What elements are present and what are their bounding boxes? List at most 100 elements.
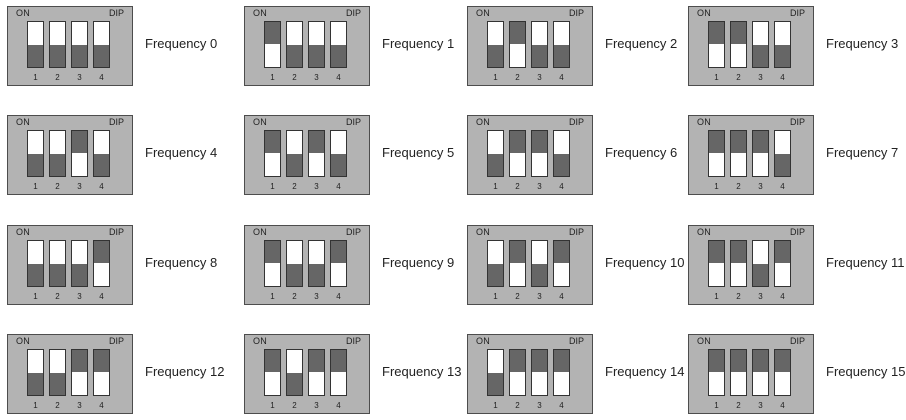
switch-number: 1 — [714, 182, 719, 191]
dip-switch-2[interactable] — [730, 21, 747, 68]
switch-number: 2 — [515, 401, 520, 410]
dip-switch-2[interactable] — [730, 130, 747, 177]
switch-actuator — [488, 264, 503, 286]
switch-number: 1 — [33, 292, 38, 301]
dip-switch-2[interactable] — [509, 349, 526, 396]
dip-switch-4[interactable] — [93, 240, 110, 287]
dip-switch-4[interactable] — [774, 349, 791, 396]
dip-switch-1[interactable] — [708, 349, 725, 396]
dip-switch-3[interactable] — [531, 349, 548, 396]
switch-number: 4 — [559, 73, 564, 82]
dip-switch-4[interactable] — [774, 21, 791, 68]
dip-switch-1[interactable] — [264, 240, 281, 287]
switch-number: 4 — [559, 182, 564, 191]
dip-switch-1[interactable] — [487, 240, 504, 287]
dip-switch-4[interactable] — [553, 240, 570, 287]
dip-switch-2[interactable] — [49, 349, 66, 396]
dip-switch-4[interactable] — [330, 21, 347, 68]
switch-number: 4 — [99, 182, 104, 191]
dip-switch-4[interactable] — [93, 349, 110, 396]
dip-switch-4[interactable] — [330, 349, 347, 396]
dip-switch-1[interactable] — [27, 21, 44, 68]
switch-actuator — [28, 154, 43, 176]
dip-label: DIP — [789, 227, 805, 237]
switch-number: 1 — [33, 401, 38, 410]
switch-number: 1 — [714, 73, 719, 82]
dip-switch-3[interactable] — [308, 21, 325, 68]
dip-switch-4[interactable] — [553, 21, 570, 68]
on-label: ON — [476, 117, 490, 127]
switch-number: 4 — [99, 292, 104, 301]
dip-switch-3[interactable] — [71, 240, 88, 287]
dip-switch-2[interactable] — [286, 240, 303, 287]
dip-switch-3[interactable] — [531, 240, 548, 287]
dip-switch-4[interactable] — [774, 130, 791, 177]
dip-switch-3[interactable] — [71, 349, 88, 396]
dip-switch-2[interactable] — [730, 240, 747, 287]
dip-label: DIP — [108, 117, 124, 127]
dip-switch-4[interactable] — [93, 21, 110, 68]
dip-switch-1[interactable] — [264, 21, 281, 68]
dip-switch-1[interactable] — [487, 349, 504, 396]
dip-switch-3[interactable] — [71, 21, 88, 68]
dip-switch-3[interactable] — [308, 130, 325, 177]
dip-switch-1[interactable] — [264, 349, 281, 396]
frequency-label: Frequency 6 — [605, 145, 678, 160]
switch-number: 2 — [55, 73, 60, 82]
dip-switch-4[interactable] — [330, 130, 347, 177]
dip-switch-4[interactable] — [774, 240, 791, 287]
dip-switch-2[interactable] — [286, 21, 303, 68]
frequency-label: Frequency 2 — [605, 36, 678, 51]
dip-switch-1[interactable] — [264, 130, 281, 177]
switch-actuator — [510, 22, 525, 44]
dip-switch-3[interactable] — [752, 21, 769, 68]
dip-switch-1[interactable] — [27, 349, 44, 396]
dip-switch-4[interactable] — [553, 349, 570, 396]
dip-switch-2[interactable] — [286, 349, 303, 396]
dip-switch-3[interactable] — [531, 130, 548, 177]
switch-actuator — [94, 154, 109, 176]
dip-switch-1[interactable] — [27, 130, 44, 177]
switch-actuator — [510, 350, 525, 372]
dip-switch-1[interactable] — [708, 240, 725, 287]
dip-switch-1[interactable] — [487, 21, 504, 68]
dip-label: DIP — [789, 117, 805, 127]
dip-switch-2[interactable] — [509, 130, 526, 177]
dip-switch-3[interactable] — [308, 240, 325, 287]
dip-switch-4[interactable] — [93, 130, 110, 177]
dip-switch-3[interactable] — [752, 130, 769, 177]
dip-switch-1[interactable] — [708, 130, 725, 177]
dip-switch-3[interactable] — [71, 130, 88, 177]
frequency-label: Frequency 13 — [382, 364, 462, 379]
switch-actuator — [50, 264, 65, 286]
on-label: ON — [16, 117, 30, 127]
switch-actuator — [287, 373, 302, 395]
dip-switch-2[interactable] — [49, 130, 66, 177]
dip-switch-2[interactable] — [509, 21, 526, 68]
dip-switch-2[interactable] — [286, 130, 303, 177]
switch-actuator — [532, 264, 547, 286]
switch-actuator — [50, 154, 65, 176]
dip-switch-4[interactable] — [330, 240, 347, 287]
dip-switch-1[interactable] — [487, 130, 504, 177]
dip-switch-2[interactable] — [730, 349, 747, 396]
switch-number: 2 — [736, 73, 741, 82]
dip-switch-2[interactable] — [49, 21, 66, 68]
dip-switch-3[interactable] — [308, 349, 325, 396]
dip-switch-3[interactable] — [752, 349, 769, 396]
dip-switch-4[interactable] — [553, 130, 570, 177]
dip-switch-1[interactable] — [27, 240, 44, 287]
dip-switch-2[interactable] — [509, 240, 526, 287]
switch-actuator — [753, 131, 768, 153]
switch-actuator — [265, 350, 280, 372]
dip-switch-1[interactable] — [708, 21, 725, 68]
switch-number: 2 — [736, 292, 741, 301]
dip-switch-3[interactable] — [752, 240, 769, 287]
dip-switch-2[interactable] — [49, 240, 66, 287]
dip-switch-3[interactable] — [531, 21, 548, 68]
switch-actuator — [94, 350, 109, 372]
